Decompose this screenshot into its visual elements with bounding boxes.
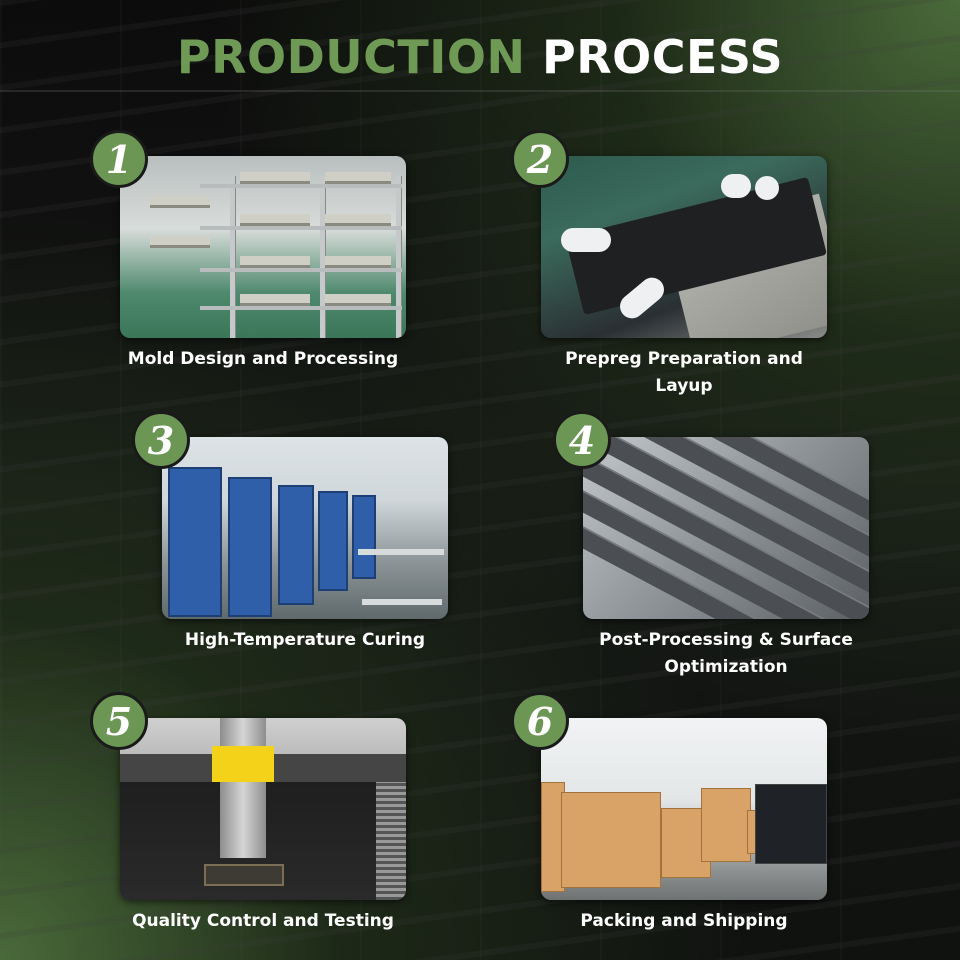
step-number-badge: 6: [511, 692, 569, 750]
step-number-badge: 4: [553, 411, 611, 469]
step-number-badge: 5: [90, 692, 148, 750]
warehouse-photo: [541, 718, 827, 900]
title-part-green: PRODUCTION: [176, 30, 526, 84]
prepreg-layup-photo: [541, 156, 827, 338]
curing-presses-photo: [162, 437, 448, 619]
step-card-5: 5 Quality Control and Testing: [90, 692, 406, 935]
step-card-4: 4 Post-Processing & Surface Optimization: [553, 411, 869, 681]
step-number-badge: 2: [511, 130, 569, 188]
step-label: Prepreg Preparation and Layup: [565, 349, 803, 396]
testing-machine-photo: [120, 718, 406, 900]
step-card-2: 2 Prepreg Preparation and Layup: [511, 130, 827, 400]
mold-shelves-photo: [120, 156, 406, 338]
step-label: Packing and Shipping: [580, 911, 788, 931]
step-label: Mold Design and Processing: [127, 349, 399, 369]
step-card-3: 3 High-Temperature Curing: [132, 411, 448, 654]
step-label: High-Temperature Curing: [184, 630, 426, 650]
page-title: PRODUCTION PROCESS: [0, 30, 960, 84]
title-part-white: PROCESS: [542, 30, 784, 84]
step-label: Post-Processing & Surface Optimization: [599, 630, 853, 677]
step-number-badge: 1: [90, 130, 148, 188]
post-processing-photo: [583, 437, 869, 619]
step-card-1: 1 Mold Design and Processing: [90, 130, 406, 373]
step-number-badge: 3: [132, 411, 190, 469]
step-label: Quality Control and Testing: [132, 911, 394, 931]
step-card-6: 6 Packing and Shipping: [511, 692, 827, 935]
